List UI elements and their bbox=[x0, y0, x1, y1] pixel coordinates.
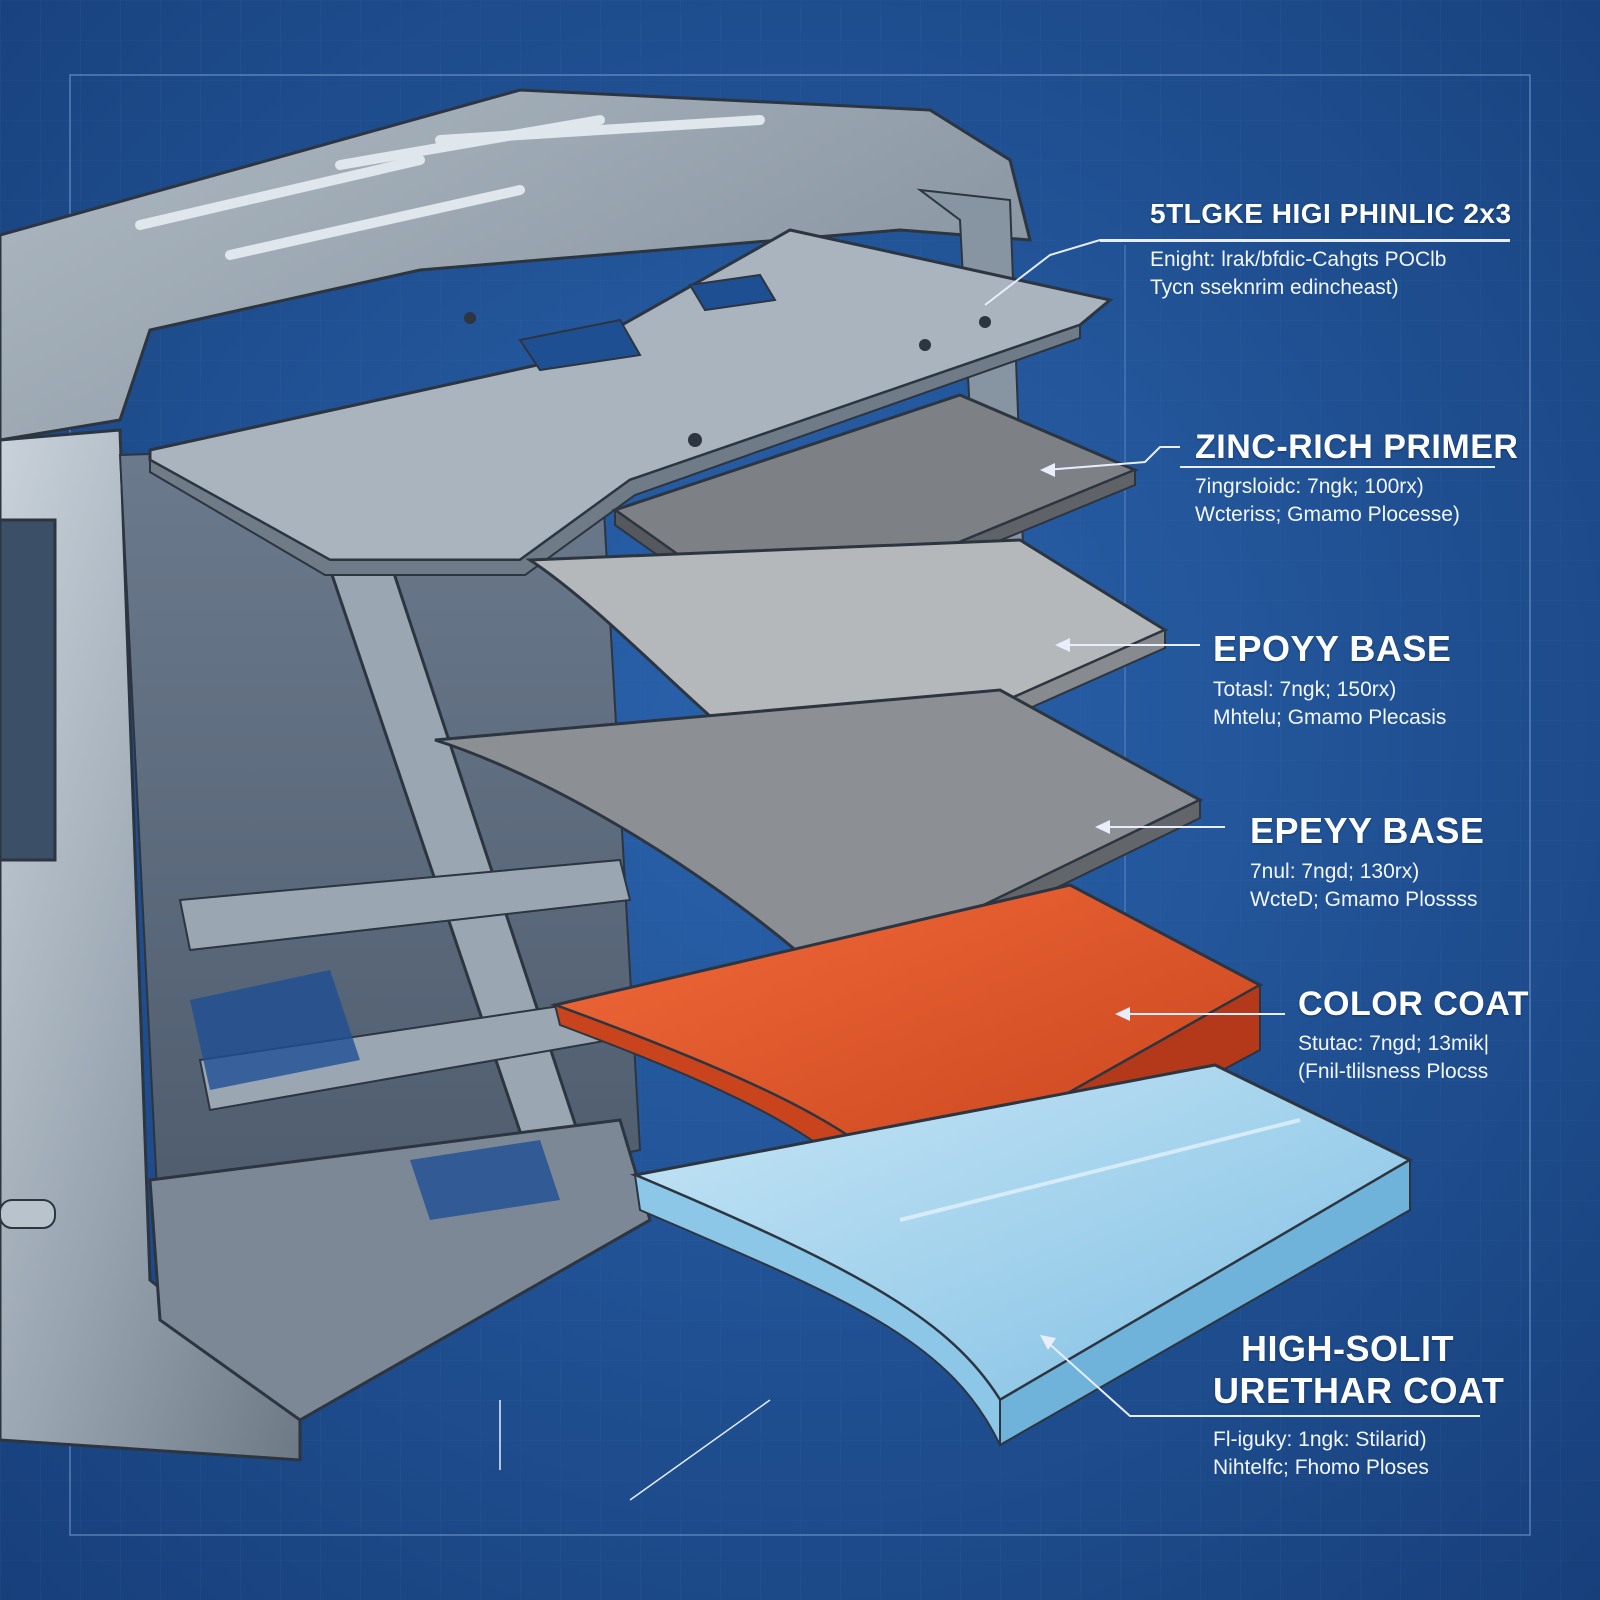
label-urethane-title-1: HIGH-SOLIT bbox=[1241, 1328, 1454, 1369]
label-urethane-title-2: URETHAR COAT bbox=[1213, 1370, 1505, 1411]
layer-steel-panel bbox=[148, 228, 1114, 576]
label-steel: 5TLGKE HIGI PHINLIC 2x3 Enight: lrak/bfd… bbox=[1150, 198, 1512, 302]
label-primer: ZINC-RICH PRIMER 7ingrsloidc: 7ngk; 100r… bbox=[1195, 428, 1518, 529]
label-color: COLOR COAT Stutac: 7ngd; 13mik| (Fnil-tl… bbox=[1298, 985, 1529, 1086]
label-epoxy-1: EPOYY BASE Totasl: 7ngk; 150rx) Mhtelu; … bbox=[1213, 628, 1451, 732]
label-epoxy-2-spec: 7nul: 7ngd; 130rx) bbox=[1250, 860, 1420, 883]
label-epoxy-1-process: Mhtelu; Gmamo Plecasis bbox=[1213, 706, 1447, 729]
dimension-line-2 bbox=[629, 1399, 771, 1501]
truck-cab bbox=[0, 88, 1042, 1462]
label-color-process: (Fnil-tlilsness Plocss bbox=[1298, 1060, 1489, 1083]
label-color-title: COLOR COAT bbox=[1298, 985, 1530, 1023]
label-color-spec: Stutac: 7ngd; 13mik| bbox=[1298, 1032, 1490, 1055]
leader-arrowheads bbox=[1040, 463, 1130, 1350]
label-primer-title: ZINC-RICH PRIMER bbox=[1195, 428, 1519, 466]
layer-urethane-coat bbox=[629, 1063, 1414, 1447]
label-steel-spec: Enight: lrak/bfdic-Cahgts POClb bbox=[1150, 248, 1447, 271]
label-urethane-process: Nihtelfc; Fhomo Ploses bbox=[1213, 1456, 1429, 1479]
label-steel-title: 5TLGKE HIGI PHINLIC 2x3 bbox=[1150, 198, 1512, 229]
label-steel-process: Tycn sseknrim edincheast) bbox=[1150, 276, 1399, 299]
label-primer-rule bbox=[1180, 466, 1495, 468]
label-epoxy-2-process: WcteD; Gmamo Plossss bbox=[1250, 888, 1478, 911]
label-steel-rule bbox=[1100, 240, 1510, 242]
label-epoxy-1-spec: Totasl: 7ngk; 150rx) bbox=[1213, 678, 1397, 701]
label-epoxy-2: EPEYY BASE 7nul: 7ngd; 130rx) WcteD; Gma… bbox=[1250, 810, 1484, 914]
label-primer-process: Wcteriss; Gmamo Plocesse) bbox=[1195, 503, 1460, 526]
label-epoxy-1-title: EPOYY BASE bbox=[1213, 628, 1452, 669]
label-primer-spec: 7ingrsloidc: 7ngk; 100rx) bbox=[1195, 475, 1424, 498]
label-urethane-spec: Fl-iguky: 1ngk: Stilarid) bbox=[1213, 1428, 1427, 1451]
label-urethane: HIGH-SOLIT URETHAR COAT Fl-iguky: 1ngk: … bbox=[1213, 1328, 1504, 1482]
label-epoxy-2-title: EPEYY BASE bbox=[1250, 810, 1485, 851]
